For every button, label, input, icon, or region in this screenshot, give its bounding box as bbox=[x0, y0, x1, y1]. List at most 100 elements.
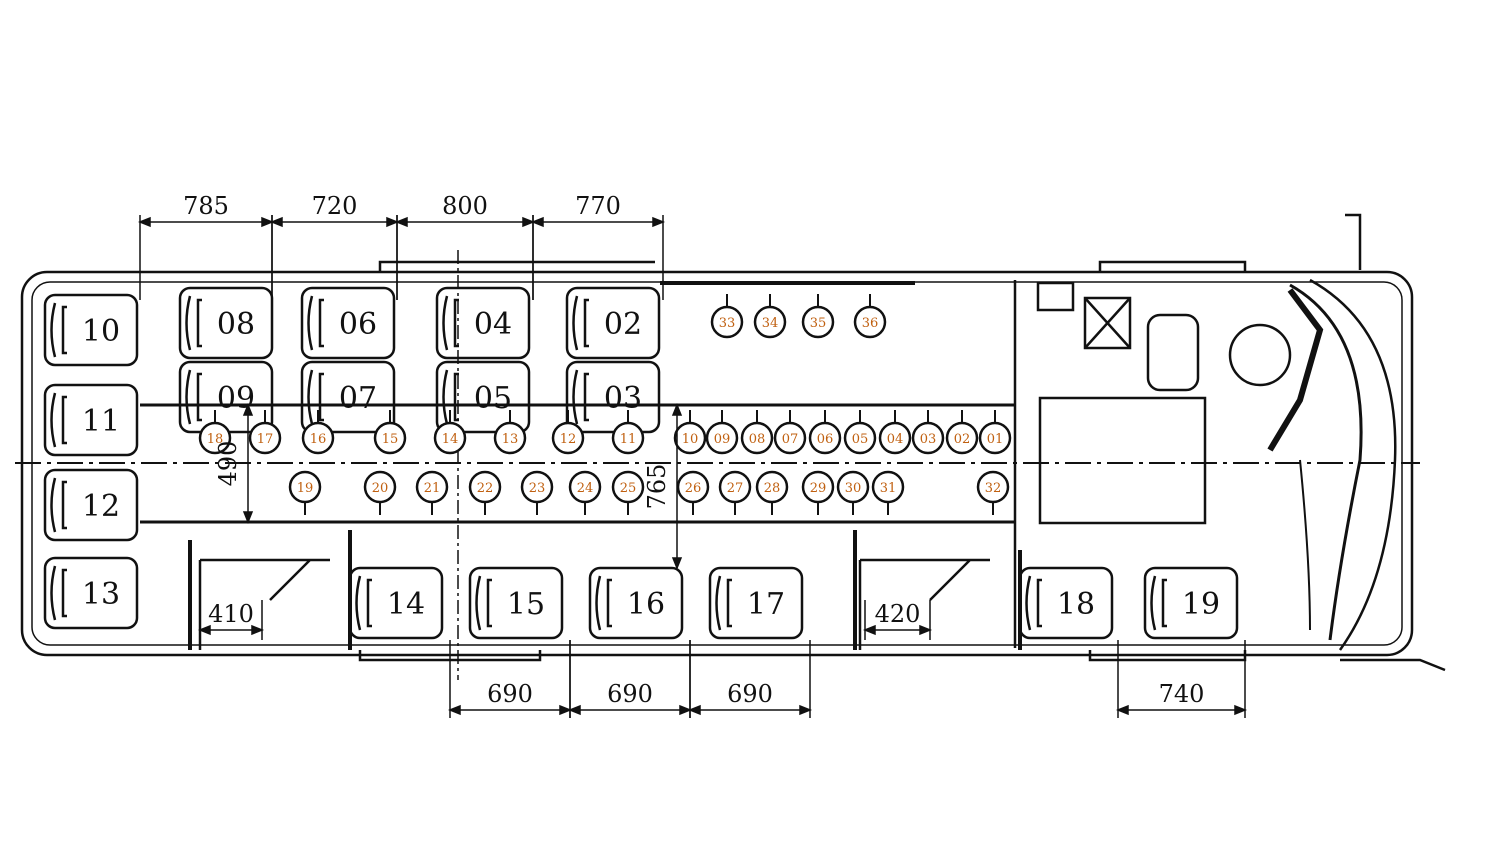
seat-04: 04 bbox=[435, 286, 531, 360]
position-number: 24 bbox=[577, 481, 594, 496]
position-number: 06 bbox=[817, 432, 834, 447]
standing-position-29: 29 bbox=[801, 470, 835, 515]
standing-position-17: 17 bbox=[248, 410, 282, 455]
dimension-785: 785 bbox=[137, 192, 275, 300]
dimension-690: 690 bbox=[687, 640, 813, 718]
standing-position-27: 27 bbox=[718, 470, 752, 515]
position-number: 33 bbox=[719, 316, 736, 331]
position-number: 22 bbox=[477, 481, 494, 496]
standing-position-32: 32 bbox=[976, 470, 1010, 515]
driver-seat bbox=[1146, 313, 1200, 392]
seat-number: 04 bbox=[474, 307, 512, 342]
standing-position-02: 02 bbox=[945, 410, 979, 455]
standing-position-26: 26 bbox=[676, 470, 710, 515]
position-number: 19 bbox=[297, 481, 314, 496]
position-number: 08 bbox=[749, 432, 766, 447]
steering-wheel bbox=[1228, 323, 1292, 387]
dimension-690: 690 bbox=[447, 640, 573, 718]
svg-text:690: 690 bbox=[487, 680, 533, 708]
equipment-box bbox=[1083, 296, 1132, 350]
dimension-800: 800 bbox=[394, 192, 536, 300]
position-number: 18 bbox=[207, 432, 224, 447]
seat-10: 10 bbox=[43, 293, 139, 367]
position-number: 12 bbox=[560, 432, 577, 447]
standing-position-19: 19 bbox=[288, 470, 322, 515]
svg-text:410: 410 bbox=[208, 600, 254, 628]
position-number: 35 bbox=[810, 316, 827, 331]
seat-number: 03 bbox=[604, 381, 642, 416]
seat-18: 18 bbox=[1018, 566, 1114, 640]
position-number: 32 bbox=[985, 481, 1002, 496]
standing-position-16: 16 bbox=[301, 410, 335, 455]
seat-19: 19 bbox=[1143, 566, 1239, 640]
seat-number: 05 bbox=[474, 381, 512, 416]
seat-number: 18 bbox=[1057, 587, 1095, 622]
position-number: 17 bbox=[257, 432, 274, 447]
seat-09: 09 bbox=[178, 360, 274, 434]
dimension-420: 420 bbox=[862, 600, 933, 640]
standing-position-21: 21 bbox=[415, 470, 449, 515]
standing-position-33: 33 bbox=[710, 294, 744, 339]
standing-position-22: 22 bbox=[468, 470, 502, 515]
seat-number: 15 bbox=[507, 587, 545, 622]
standing-position-30: 30 bbox=[836, 470, 870, 515]
dimension-765: 765 bbox=[643, 402, 683, 571]
svg-text:740: 740 bbox=[1159, 680, 1205, 708]
position-number: 01 bbox=[987, 432, 1004, 447]
position-number: 26 bbox=[685, 481, 702, 496]
position-number: 13 bbox=[502, 432, 519, 447]
seat-16: 16 bbox=[588, 566, 684, 640]
svg-text:690: 690 bbox=[607, 680, 653, 708]
seat-02: 02 bbox=[565, 286, 661, 360]
standing-position-12: 12 bbox=[551, 410, 585, 455]
position-number: 29 bbox=[810, 481, 827, 496]
seat-06: 06 bbox=[300, 286, 396, 360]
standing-position-24: 24 bbox=[568, 470, 602, 515]
seat-11: 11 bbox=[43, 383, 139, 457]
seat-number: 10 bbox=[82, 314, 120, 349]
seat-14: 14 bbox=[348, 566, 444, 640]
dimension-720: 720 bbox=[269, 192, 400, 300]
seat-number: 16 bbox=[627, 587, 665, 622]
standing-position-28: 28 bbox=[755, 470, 789, 515]
position-number: 28 bbox=[764, 481, 781, 496]
standing-position-20: 20 bbox=[363, 470, 397, 515]
equipment-box-small bbox=[1036, 281, 1075, 312]
position-number: 04 bbox=[887, 432, 904, 447]
dimension-490: 490 bbox=[214, 402, 254, 525]
seat-17: 17 bbox=[708, 566, 804, 640]
standing-position-01: 01 bbox=[978, 410, 1012, 455]
standing-position-31: 31 bbox=[871, 470, 905, 515]
standing-position-10: 10 bbox=[673, 410, 707, 455]
standing-position-13: 13 bbox=[493, 410, 527, 455]
seat-number: 08 bbox=[217, 307, 255, 342]
dimension-690: 690 bbox=[567, 640, 693, 718]
position-number: 34 bbox=[762, 316, 779, 331]
dimension-770: 770 bbox=[530, 192, 666, 300]
position-number: 14 bbox=[442, 432, 459, 447]
standing-position-25: 25 bbox=[611, 470, 645, 515]
standing-position-18: 18 bbox=[198, 410, 232, 455]
standing-position-15: 15 bbox=[373, 410, 407, 455]
seat-number: 17 bbox=[747, 587, 785, 622]
dimension-410: 410 bbox=[197, 600, 265, 640]
seat-13: 13 bbox=[43, 556, 139, 630]
standing-position-36: 36 bbox=[853, 294, 887, 339]
standing-position-03: 03 bbox=[911, 410, 945, 455]
standing-position-09: 09 bbox=[705, 410, 739, 455]
seat-number: 13 bbox=[82, 577, 120, 612]
position-number: 07 bbox=[782, 432, 799, 447]
standing-position-05: 05 bbox=[843, 410, 877, 455]
seat-08: 08 bbox=[178, 286, 274, 360]
svg-text:785: 785 bbox=[183, 192, 229, 220]
standing-position-08: 08 bbox=[740, 410, 774, 455]
dashboard bbox=[1289, 283, 1363, 641]
seat-number: 12 bbox=[82, 489, 120, 524]
standing-position-11: 11 bbox=[611, 410, 645, 455]
seat-number: 14 bbox=[387, 587, 425, 622]
seat-number: 11 bbox=[82, 404, 120, 439]
seat-number: 02 bbox=[604, 307, 642, 342]
position-number: 10 bbox=[682, 432, 699, 447]
svg-text:720: 720 bbox=[312, 192, 358, 220]
standing-position-23: 23 bbox=[520, 470, 554, 515]
